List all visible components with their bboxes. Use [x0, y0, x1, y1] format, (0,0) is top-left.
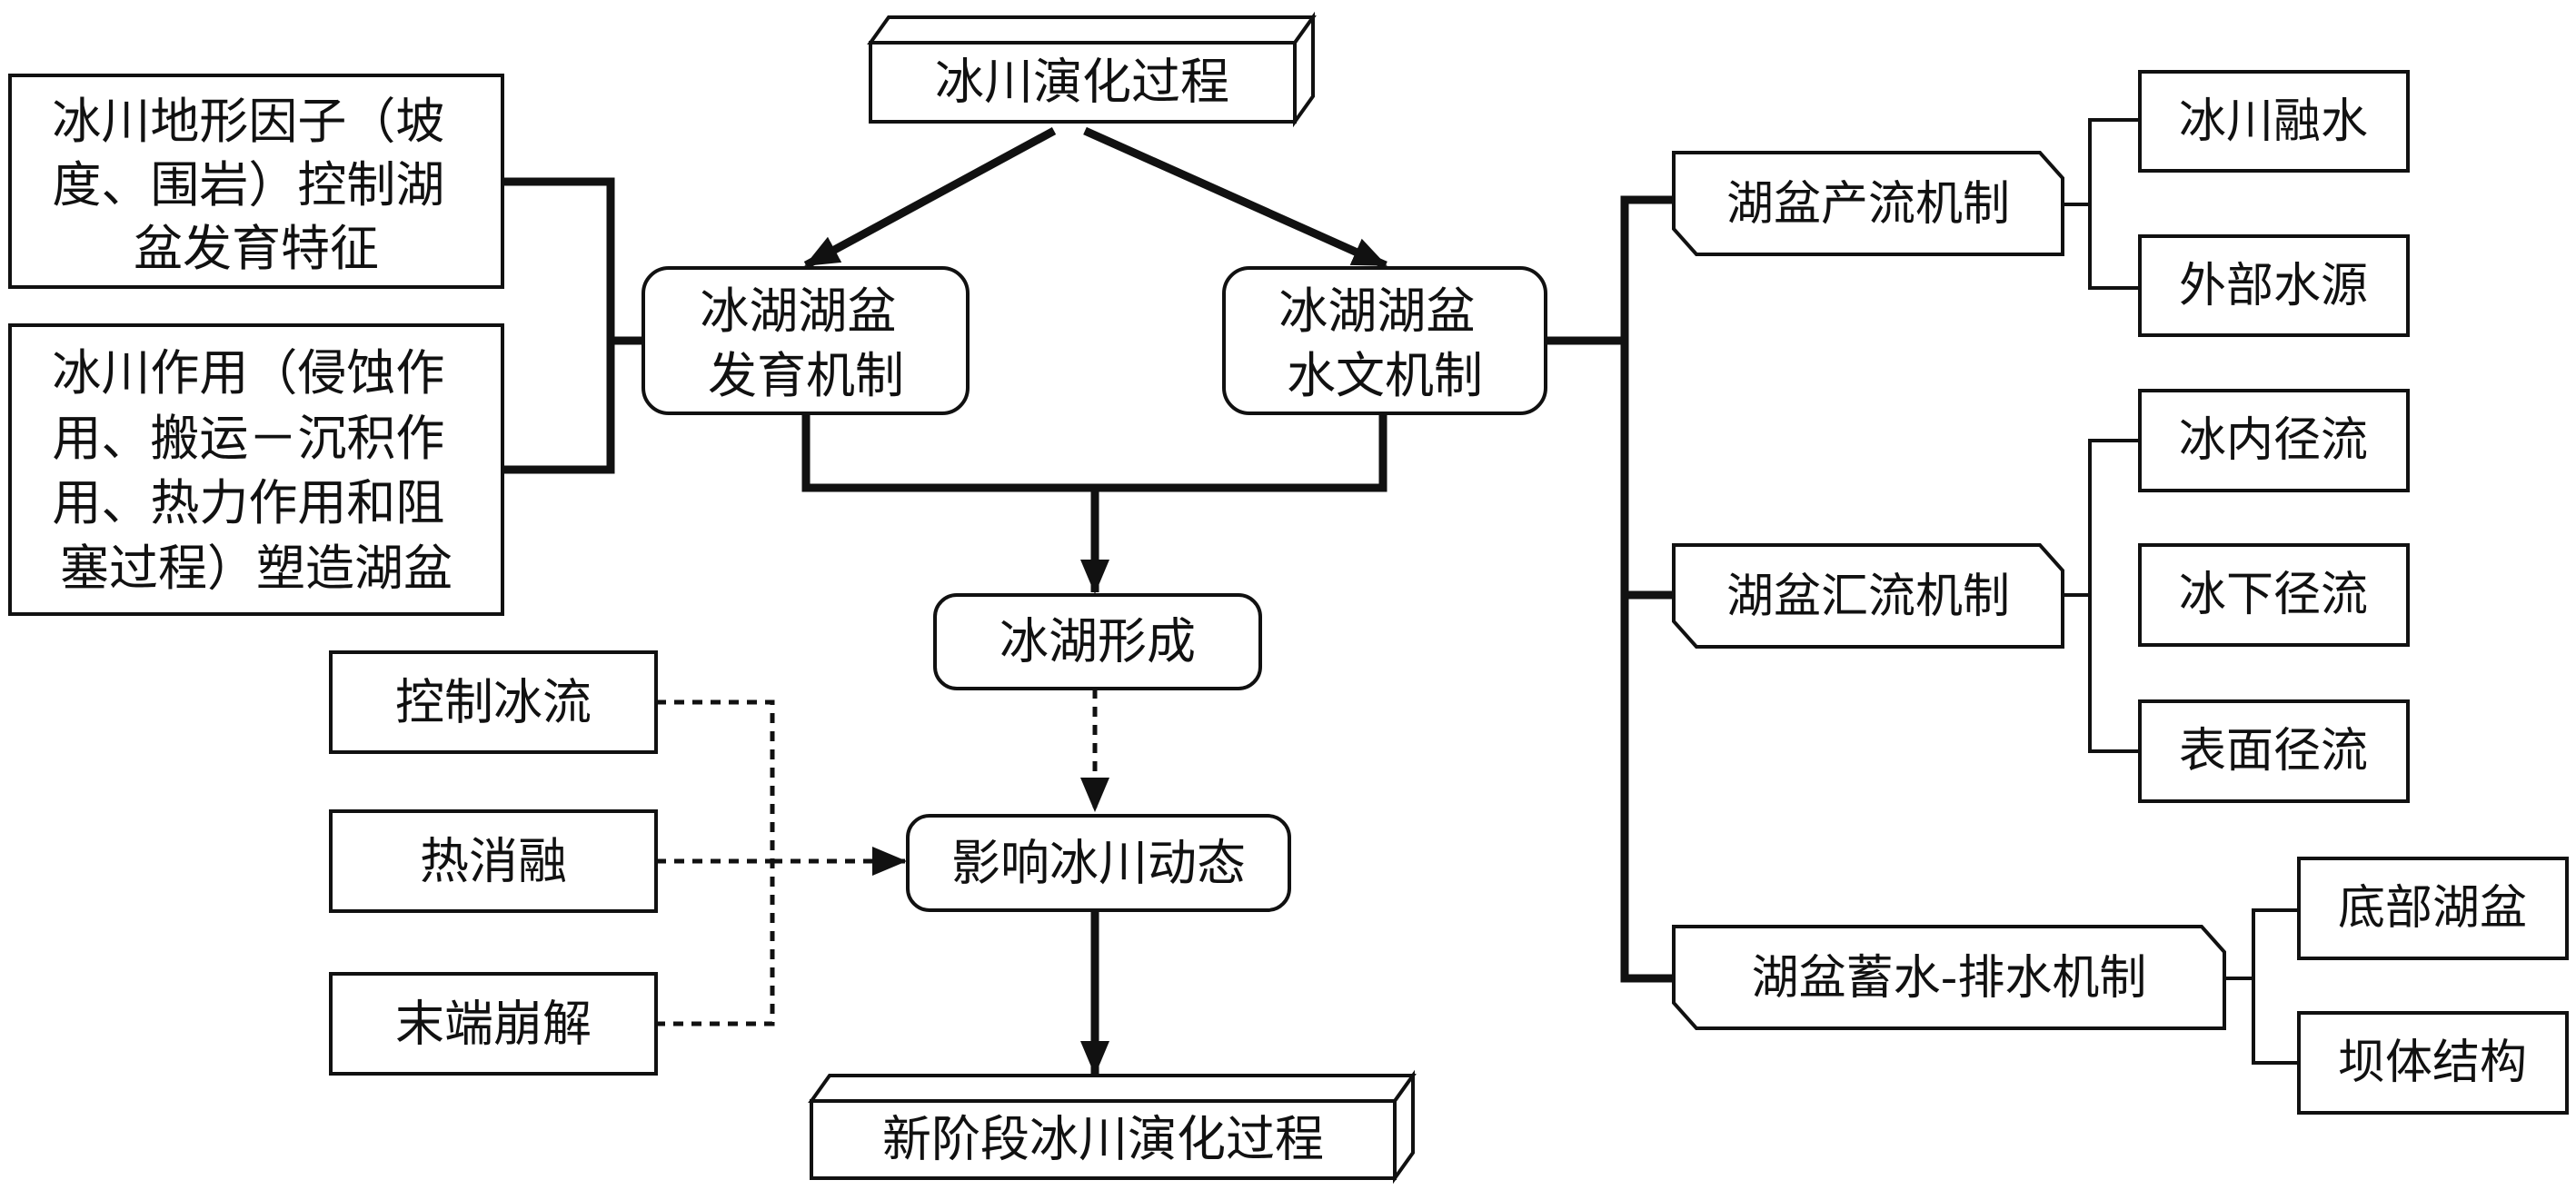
glacier-melt-box: 冰川融水 [2138, 70, 2410, 173]
basin-dev-label: 冰湖湖盆 发育机制 [700, 283, 911, 404]
terrain-factor-label: 冰川地形因子（坡 度、围岩）控制湖 盆发育特征 [52, 93, 460, 277]
affect-dynamics-box: 影响冰川动态 [906, 814, 1291, 912]
arrow-top-to-basin-dev [803, 127, 1057, 269]
storage-mechanism-label: 湖盆蓄水-排水机制 [1752, 951, 2147, 1006]
lake-formation-label: 冰湖形成 [1000, 613, 1196, 670]
trunk-right [1620, 195, 1674, 983]
englacial-label: 冰内径流 [2179, 413, 2368, 468]
surface-runoff-label: 表面径流 [2179, 724, 2368, 778]
new-stage-box: 新阶段冰川演化过程 [808, 1069, 1417, 1185]
basin-development-box: 冰湖湖盆 发育机制 [642, 266, 970, 415]
branch-storage-subs [2252, 908, 2299, 1065]
glacial-action-label: 冰川作用（侵蚀作 用、搬运－沉积作 用、热力作用和阻 塞过程）塑造湖盆 [52, 344, 460, 597]
runoff-mechanism-label: 湖盆产流机制 [1726, 177, 2010, 232]
runoff-mechanism-box: 湖盆产流机制 [1672, 151, 2064, 256]
englacial-box: 冰内径流 [2138, 389, 2410, 492]
thermal-melt-box: 热消融 [329, 809, 658, 913]
hydrological-box: 冰湖湖盆 水文机制 [1222, 266, 1547, 415]
bracket-left [502, 177, 615, 474]
thermal-melt-label: 热消融 [420, 833, 567, 890]
connector-merge [801, 413, 1387, 492]
hydro-label: 冰湖湖盆 水文机制 [1278, 283, 1490, 404]
connectors [502, 118, 2299, 1076]
control-flow-box: 控制冰流 [329, 650, 658, 754]
external-water-label: 外部水源 [2179, 259, 2368, 313]
confluence-mechanism-label: 湖盆汇流机制 [1726, 570, 2010, 624]
top-process-box: 冰川演化过程 [867, 11, 1317, 128]
lake-formation-box: 冰湖形成 [933, 593, 1262, 690]
subglacial-box: 冰下径流 [2138, 543, 2410, 647]
branch-runoff [2088, 118, 2140, 290]
subglacial-label: 冰下径流 [2179, 568, 2368, 622]
arrow-top-to-hydro [1083, 126, 1387, 270]
external-water-box: 外部水源 [2138, 234, 2410, 337]
terrain-factor-box: 冰川地形因子（坡 度、围岩）控制湖 盆发育特征 [8, 74, 504, 289]
dam-structure-box: 坝体结构 [2297, 1011, 2569, 1115]
dam-structure-label: 坝体结构 [2338, 1036, 2527, 1090]
glacial-action-box: 冰川作用（侵蚀作 用、搬运－沉积作 用、热力作用和阻 塞过程）塑造湖盆 [8, 323, 504, 616]
glacier-melt-label: 冰川融水 [2179, 94, 2368, 149]
terminus-collapse-label: 末端崩解 [395, 996, 592, 1053]
new-stage-label: 新阶段冰川演化过程 [882, 1111, 1324, 1168]
storage-mechanism-box: 湖盆蓄水-排水机制 [1672, 925, 2226, 1030]
surface-runoff-box: 表面径流 [2138, 699, 2410, 803]
top-process-label: 冰川演化过程 [935, 54, 1229, 111]
control-flow-label: 控制冰流 [395, 674, 592, 731]
bottom-basin-label: 底部湖盆 [2338, 881, 2527, 936]
branch-confluence-subs [2088, 439, 2140, 753]
terminus-collapse-box: 末端崩解 [329, 972, 658, 1076]
affect-dynamics-label: 影响冰川动态 [951, 835, 1246, 892]
bottom-basin-box: 底部湖盆 [2297, 857, 2569, 960]
confluence-mechanism-box: 湖盆汇流机制 [1672, 543, 2064, 649]
